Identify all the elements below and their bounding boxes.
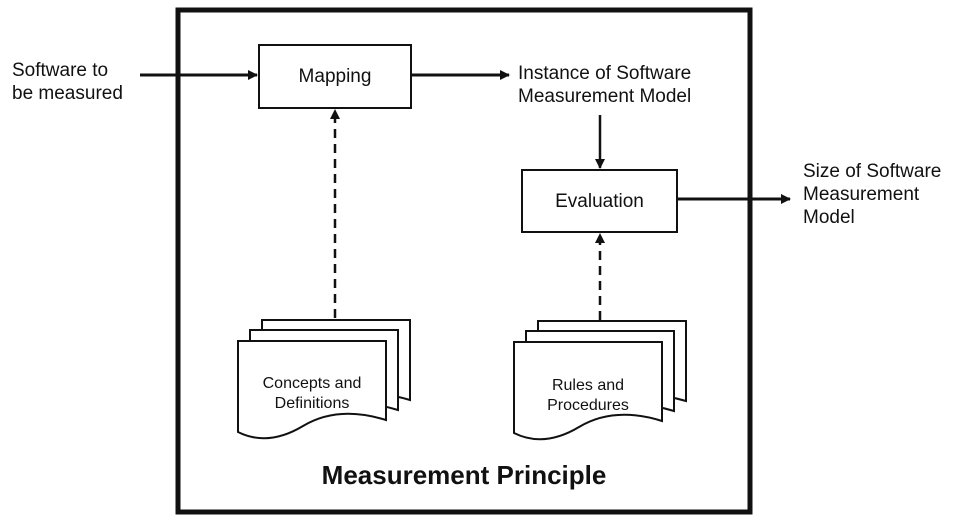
size-output-line1: Size of Software [803,161,942,182]
software-input-label: Software to be measured [12,59,123,105]
instance-output-label: Instance of Software Measurement Model [518,62,691,108]
evaluation-label: Evaluation [555,191,644,212]
size-output-label: Size of Software Measurement Model [803,160,941,229]
software-input-line1: Software to [12,60,109,81]
concepts-line2: Definitions [274,395,350,412]
frame-title: Measurement Principle [321,460,607,490]
concepts-document-stack [237,319,411,440]
concepts-line1: Concepts and [262,375,362,392]
rules-line1: Rules and [551,377,625,394]
rules-line2: Procedures [547,397,629,414]
evaluation-box [521,169,678,233]
rules-document-stack [513,320,687,441]
software-input-line2: be measured [12,83,123,104]
size-output-line3: Model [803,207,855,228]
size-output-line2: Measurement [803,184,920,205]
mapping-box [258,44,412,109]
mapping-label: Mapping [298,66,372,87]
instance-output-line1: Instance of Software [518,63,692,84]
concepts-document-label: Concepts and Definitions [238,374,386,414]
instance-output-line2: Measurement Model [518,86,692,107]
principle-frame [175,7,753,515]
rules-document-label: Rules and Procedures [514,376,662,416]
